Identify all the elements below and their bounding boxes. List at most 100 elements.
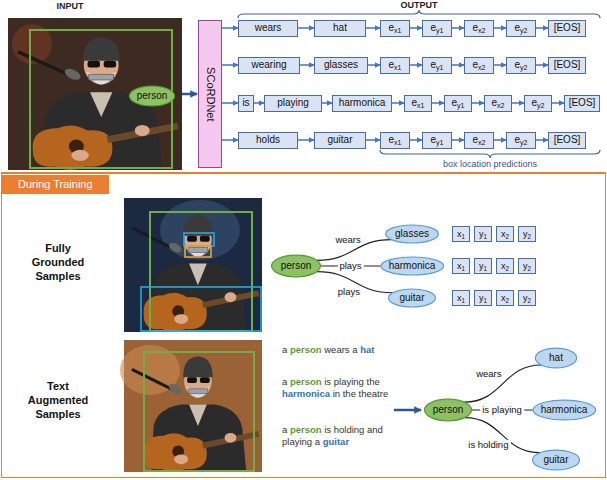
subscript: y2 bbox=[520, 27, 527, 35]
subscript: x1 bbox=[394, 139, 401, 147]
text-photo bbox=[120, 340, 262, 472]
node-text: y bbox=[479, 293, 484, 303]
node-text: y bbox=[523, 229, 528, 239]
node-text: e bbox=[389, 59, 395, 71]
node-text: wears bbox=[255, 22, 282, 34]
token-box: ex1 bbox=[380, 20, 410, 37]
token-box: harmonica bbox=[332, 95, 392, 112]
coordinate-box: y1 bbox=[474, 258, 492, 274]
node-text: y bbox=[479, 229, 484, 239]
token-box: ey1 bbox=[422, 132, 452, 149]
word: theatre bbox=[359, 388, 389, 399]
sequence-arrow bbox=[410, 27, 422, 29]
sequence-arrow bbox=[366, 139, 380, 141]
node-text: x bbox=[457, 261, 462, 271]
token-box: wearing bbox=[238, 57, 300, 74]
node-text: [EOS] bbox=[554, 134, 581, 146]
subscript: x2 bbox=[478, 27, 485, 35]
sequence-arrow bbox=[472, 102, 484, 104]
word: a bbox=[315, 436, 323, 447]
token-box: [EOS] bbox=[564, 95, 600, 112]
token-box: ex1 bbox=[404, 95, 432, 112]
node-text: harmonica bbox=[339, 97, 386, 109]
relation-label: is playing bbox=[480, 405, 524, 415]
label-box: a person is holding and playing a guitar bbox=[282, 424, 390, 448]
coordinate-box: x1 bbox=[452, 258, 470, 274]
sequence-arrow bbox=[494, 139, 506, 141]
coordinate-box: x1 bbox=[452, 290, 470, 306]
label-box: a person is playing the harmonica in the… bbox=[282, 376, 390, 400]
token-box: [EOS] bbox=[548, 20, 586, 37]
label-box: a person wears a hat bbox=[282, 344, 390, 356]
coordinate-box: x2 bbox=[496, 258, 514, 274]
node-text: x bbox=[457, 229, 462, 239]
node-text: e bbox=[515, 134, 521, 146]
word: person bbox=[290, 344, 324, 355]
relation-label: plays bbox=[336, 287, 362, 297]
coordinate-box: y2 bbox=[518, 290, 536, 306]
subscript: 1 bbox=[483, 265, 487, 272]
subscript: y1 bbox=[436, 27, 443, 35]
network-box: SCoRDNet bbox=[198, 20, 222, 168]
node-text: e bbox=[515, 59, 521, 71]
subscript: y2 bbox=[537, 102, 544, 110]
subscript: y1 bbox=[457, 102, 464, 110]
node-text: person bbox=[137, 90, 168, 102]
sequence-arrow bbox=[552, 102, 564, 104]
subscript: x1 bbox=[394, 64, 401, 72]
object-ellipse: guitar bbox=[387, 288, 437, 308]
relation-label: is holding bbox=[466, 440, 510, 450]
sequence-arrow bbox=[512, 102, 524, 104]
subscript: x2 bbox=[478, 64, 485, 72]
token-box: [EOS] bbox=[548, 132, 586, 149]
object-ellipse: harmonica bbox=[531, 399, 598, 421]
parse-arrow bbox=[394, 409, 421, 412]
relation-label: wears bbox=[333, 235, 362, 245]
object-ellipse: guitar bbox=[531, 449, 581, 471]
edge-label-box: wears bbox=[333, 235, 362, 245]
sequence-arrow bbox=[452, 27, 464, 29]
node-text: hat bbox=[333, 22, 347, 34]
label-box: INPUT bbox=[40, 1, 100, 12]
caption-sentence: a person is playing the harmonica in the… bbox=[282, 376, 390, 400]
caption-sentence: a person wears a hat bbox=[282, 344, 390, 356]
word: playing bbox=[282, 436, 315, 447]
sequence-arrow bbox=[222, 139, 238, 141]
node-text: [EOS] bbox=[569, 97, 596, 109]
node-text: [EOS] bbox=[554, 22, 581, 34]
word: a bbox=[282, 376, 290, 387]
node-text: e bbox=[532, 97, 538, 109]
word: person bbox=[290, 376, 324, 387]
node-text: [EOS] bbox=[554, 59, 581, 71]
sequence-arrow bbox=[222, 27, 238, 29]
subscript: y2 bbox=[520, 139, 527, 147]
sequence-arrow bbox=[452, 64, 464, 66]
relation-label: wears bbox=[474, 368, 503, 378]
input-arrow bbox=[182, 93, 197, 96]
sequence-arrow bbox=[410, 139, 422, 141]
node-text: is bbox=[242, 97, 249, 109]
token-box: ey1 bbox=[422, 57, 452, 74]
word: the bbox=[367, 376, 380, 387]
word: holding bbox=[334, 424, 367, 435]
output-brace bbox=[238, 10, 600, 18]
subscript: 1 bbox=[461, 233, 465, 240]
node-text: x bbox=[501, 293, 506, 303]
sequence-arrow bbox=[432, 102, 444, 104]
node-text: person bbox=[281, 260, 312, 272]
entity-ellipse: person bbox=[128, 85, 176, 107]
token-box: ex1 bbox=[380, 57, 410, 74]
node-text: x bbox=[501, 261, 506, 271]
word: is bbox=[324, 376, 334, 387]
word: person bbox=[290, 424, 324, 435]
node-text: hat bbox=[549, 352, 563, 364]
coordinate-box: x2 bbox=[496, 226, 514, 242]
relation-line bbox=[465, 418, 541, 453]
token-box: ey2 bbox=[506, 20, 536, 37]
node-text: e bbox=[389, 134, 395, 146]
text-label: box location predictions bbox=[425, 159, 555, 170]
subscript: y1 bbox=[436, 139, 443, 147]
node-text: harmonica bbox=[389, 260, 436, 272]
